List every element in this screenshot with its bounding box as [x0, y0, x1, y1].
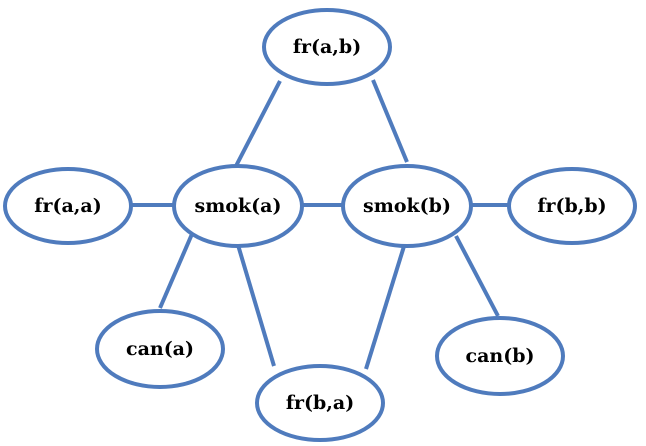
edge-smok-a-fr-ba: [236, 244, 276, 367]
node-fr-ba-label: fr(b,a): [286, 392, 354, 414]
edge-fr-ab-smok-b: [371, 79, 409, 163]
node-fr-ba: fr(b,a): [255, 364, 385, 442]
node-fr-aa: fr(a,a): [3, 167, 133, 245]
node-fr-bb-shape: [507, 167, 637, 245]
node-smok-b: smok(b): [341, 164, 473, 248]
node-smok-a-label: smok(a): [195, 195, 282, 217]
node-smok-a-shape: [172, 164, 304, 248]
edge-fr-ab-smok-a: [234, 80, 282, 167]
node-smok-b-shape: [341, 164, 473, 248]
node-can-b-shape: [435, 316, 565, 396]
node-fr-ab-label: fr(a,b): [293, 36, 361, 58]
nodes-layer: fr(a,b) fr(a,a) smok(a) smok(b) fr(b,b) …: [3, 8, 637, 442]
edge-smok-a-can-a: [158, 233, 194, 309]
node-can-b-label: can(b): [466, 345, 535, 367]
node-can-a: can(a): [95, 309, 225, 389]
edge-smok-b-can-b: [454, 235, 500, 317]
node-can-b: can(b): [435, 316, 565, 396]
node-fr-aa-shape: [3, 167, 133, 245]
edge-smok-b-fr-ba: [364, 242, 407, 370]
node-fr-ba-shape: [255, 364, 385, 442]
edges-layer: [130, 79, 509, 370]
node-can-a-label: can(a): [126, 338, 194, 360]
node-fr-bb-label: fr(b,b): [537, 195, 606, 217]
node-fr-ab: fr(a,b): [262, 8, 392, 86]
node-can-a-shape: [95, 309, 225, 389]
node-fr-ab-shape: [262, 8, 392, 86]
node-smok-b-label: smok(b): [363, 195, 451, 217]
node-fr-bb: fr(b,b): [507, 167, 637, 245]
node-fr-aa-label: fr(a,a): [34, 195, 101, 217]
node-smok-a: smok(a): [172, 164, 304, 248]
